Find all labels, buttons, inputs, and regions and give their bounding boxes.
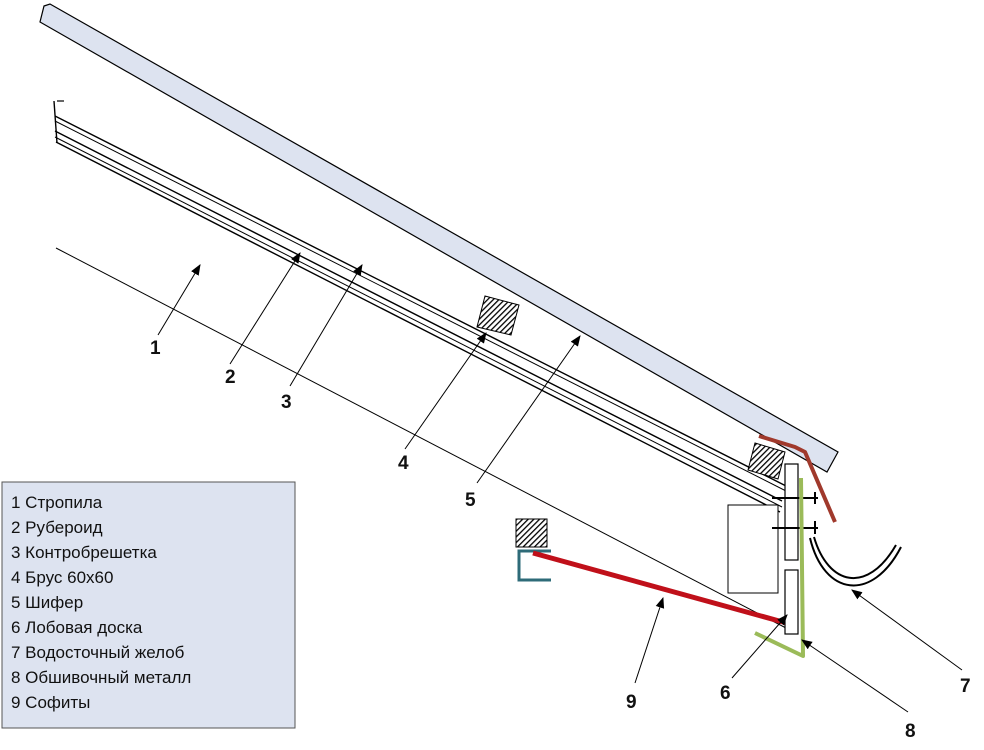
legend-item: 4 Брус 60х60 — [11, 568, 113, 587]
gutter — [809, 536, 902, 587]
label-gutter: 7 — [960, 676, 971, 697]
batten-block-soffit — [515, 518, 548, 548]
legend: 1 Стропила 2 Рубероид 3 Контробрешетка 4… — [1, 481, 296, 729]
gutter-hooks — [772, 492, 818, 534]
label-roofing-felt: 2 — [225, 367, 236, 388]
label-fascia: 6 — [720, 683, 731, 704]
label-rafters: 1 — [150, 338, 161, 359]
label-slate: 5 — [465, 490, 476, 511]
batten-block-middle — [476, 295, 520, 336]
label-counter-batten: 3 — [281, 392, 292, 413]
batten-block-eave — [747, 442, 786, 480]
label-trim-metal: 8 — [905, 721, 916, 742]
leader-arrows — [157, 252, 963, 713]
legend-item: 1 Стропила — [11, 493, 103, 512]
rafter-line — [55, 247, 787, 629]
drip-edge — [758, 434, 837, 523]
felt-and-counterbatten — [53, 100, 791, 513]
legend-item: 6 Лобовая доска — [11, 618, 143, 637]
rafter-end-block — [727, 504, 779, 594]
fascia-board-upper — [784, 463, 799, 561]
legend-item: 3 Контробрешетка — [11, 543, 157, 562]
legend-item: 9 Софиты — [11, 693, 90, 712]
soffit — [532, 550, 791, 627]
legend-item: 2 Рубероид — [11, 518, 103, 537]
slate-sheet — [39, 3, 839, 473]
legend-item: 8 Обшивочный металл — [11, 668, 191, 687]
label-soffit: 9 — [626, 692, 637, 713]
legend-item: 7 Водосточный желоб — [11, 643, 185, 662]
legend-item: 5 Шифер — [11, 593, 83, 612]
fascia-board-lower — [784, 569, 799, 635]
label-batten: 4 — [398, 453, 409, 474]
trim-metal — [754, 477, 805, 658]
legend-box — [1, 481, 296, 729]
